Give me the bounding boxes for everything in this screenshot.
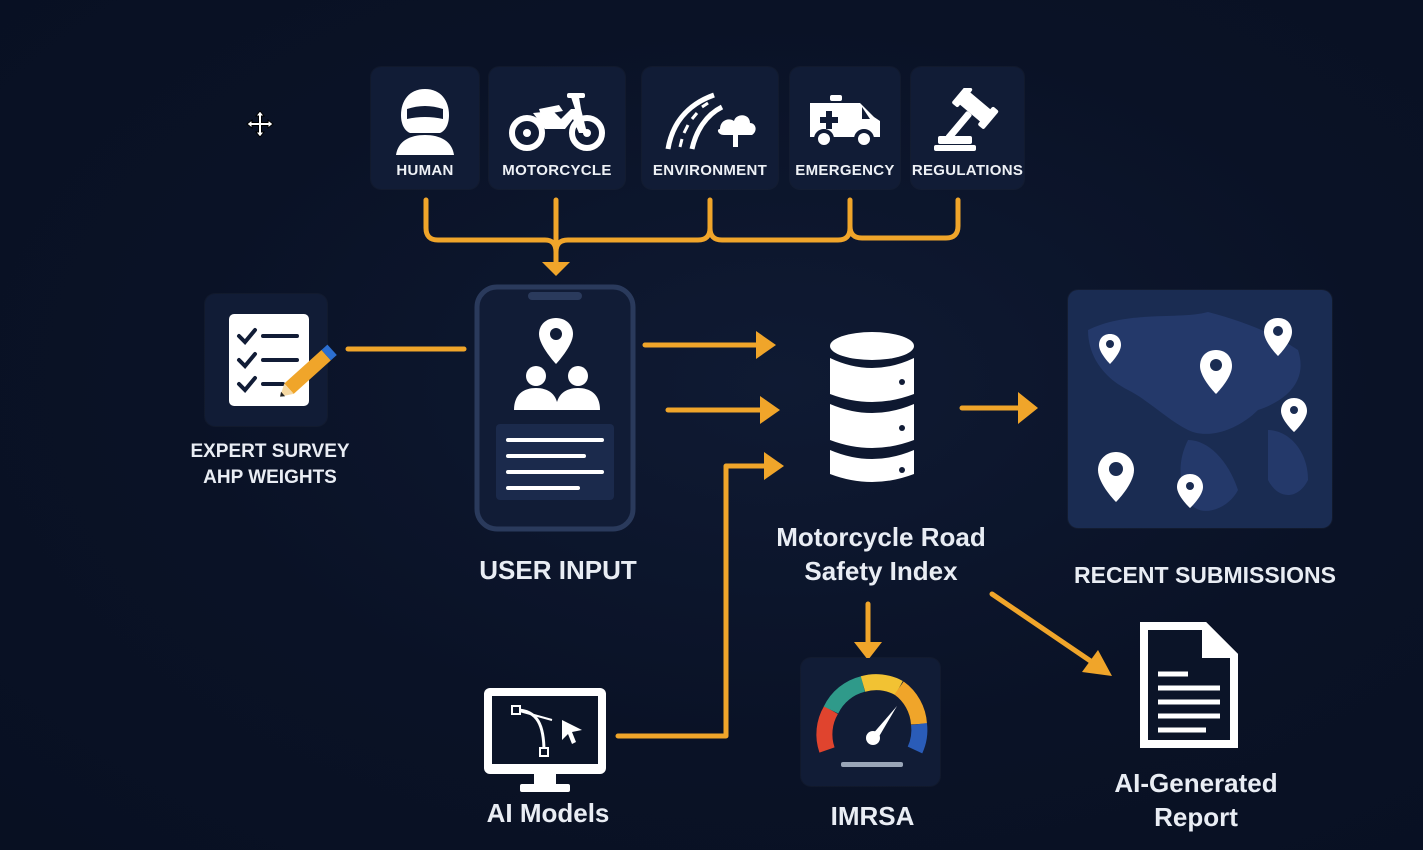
category-tile-environment: ENVIRONMENT [642,67,778,189]
category-label: ENVIRONMENT [652,162,768,179]
category-label: EMERGENCY [795,162,895,179]
gavel-icon [911,79,1024,163]
imrsa-label: IMRSA [830,801,915,831]
recent-submissions-map [1068,290,1332,528]
report-line2: Report [1154,802,1238,832]
category-tile-regulations: REGULATIONS [911,67,1024,189]
category-tile-motorcycle: MOTORCYCLE [489,67,625,189]
database-icon [826,330,918,490]
category-tile-human: HUMAN [371,67,479,189]
ai-models-label: AI Models [486,798,610,828]
expert-survey-line2: AHP WEIGHTS [203,467,337,488]
category-label: MOTORCYCLE [502,162,612,179]
expert-survey-line1: EXPERT SURVEY [190,441,350,462]
ambulance-icon [790,79,900,163]
index-line1: Motorcycle Road [776,522,986,552]
report-line1: AI-Generated [1114,768,1278,798]
category-label: HUMAN [396,162,454,179]
recent-submissions-label: RECENT SUBMISSIONS [1074,562,1336,588]
road-cloud-icon [642,79,778,163]
checklist-pencil-icon [223,312,347,408]
gauge-icon [816,674,928,767]
user-input-label: USER INPUT [479,555,637,585]
motorcycle-icon [489,79,625,163]
helmet-person-icon [371,79,479,163]
monitor-bezier-icon [482,686,608,796]
imrsa-tile [801,658,940,786]
category-tile-emergency: EMERGENCY [790,67,900,189]
category-label: REGULATIONS [911,162,1024,179]
phone-users-location-icon [474,284,636,532]
world-map-pins-icon [1088,312,1308,511]
document-icon [1136,618,1242,752]
index-line2: Safety Index [804,556,958,586]
move-cursor-icon [246,110,274,138]
expert-survey-tile [205,294,337,426]
